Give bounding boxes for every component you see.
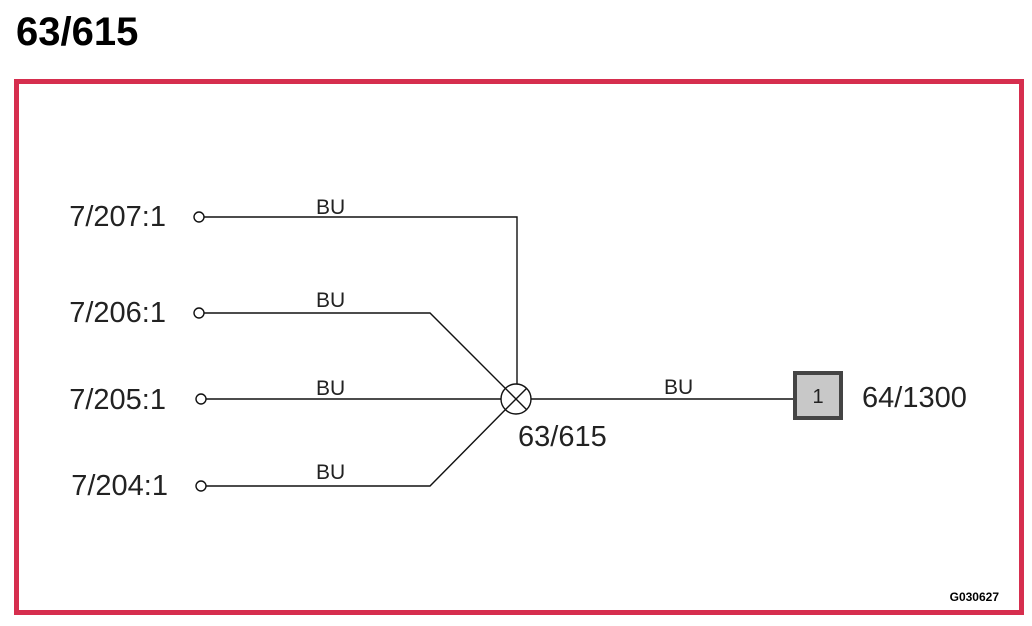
wire-color-label: BU <box>316 377 345 400</box>
splice-label: 63/615 <box>518 421 607 453</box>
figure-code: G030627 <box>950 590 1000 604</box>
terminal-label-7-206: 7/206:1 <box>69 297 166 329</box>
terminal-end-icon <box>195 393 207 405</box>
wire-7-204 <box>206 408 507 487</box>
wire-color-label: BU <box>316 289 345 312</box>
page-title: 63/615 <box>16 10 139 54</box>
wire-color-label: BU <box>316 461 345 484</box>
wire-color-label: BU <box>664 376 693 399</box>
diagram-frame <box>14 79 1024 615</box>
wire-7-206 <box>204 312 507 390</box>
connector-pin-number: 1 <box>812 386 823 408</box>
wire-7-207 <box>204 216 518 384</box>
connector-label: 64/1300 <box>862 382 967 414</box>
terminal-end-icon <box>195 480 207 492</box>
terminal-label-7-205: 7/205:1 <box>69 384 166 416</box>
splice-cross-circle-icon <box>500 383 532 415</box>
wire-color-label: BU <box>316 196 345 219</box>
terminal-end-icon <box>193 211 205 223</box>
connector-box <box>793 371 843 420</box>
terminal-end-icon <box>193 307 205 319</box>
terminal-label-7-207: 7/207:1 <box>69 201 166 233</box>
terminal-label-7-204: 7/204:1 <box>71 470 168 502</box>
